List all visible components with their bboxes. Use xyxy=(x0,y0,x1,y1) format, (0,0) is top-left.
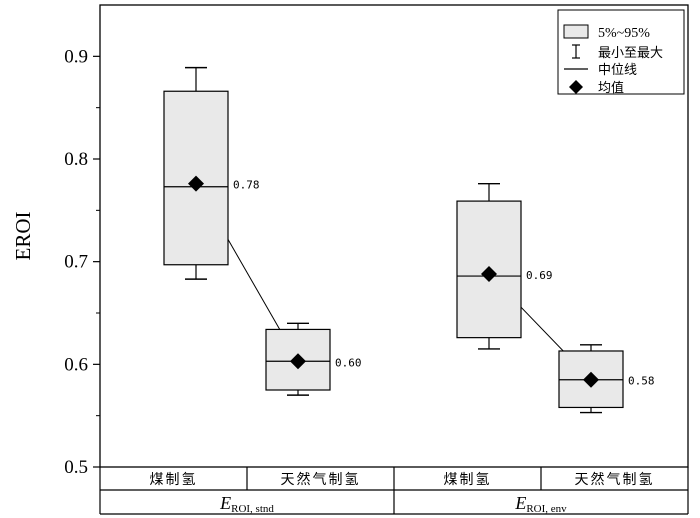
mean-marker xyxy=(481,265,497,282)
mean-label: 0.60 xyxy=(335,356,362,369)
mean-marker xyxy=(583,371,599,388)
box-1: 0.60 xyxy=(265,322,362,396)
axes-layer: 0.50.60.70.80.9EROI煤制氢天然气制氢煤制氢天然气制氢EROI,… xyxy=(11,4,689,515)
legend-frame xyxy=(557,9,685,95)
group-label: EROI, env xyxy=(514,493,567,515)
box-2: 0.69 xyxy=(456,182,553,350)
legend-item-label: 最小至最大 xyxy=(598,46,663,61)
category-label: 煤制氢 xyxy=(150,472,198,488)
y-tick-label: 0.8 xyxy=(64,149,88,170)
boxes-layer: 0.78 0.60 0.69 0.58 xyxy=(163,66,655,414)
legend-box-swatch xyxy=(563,24,589,39)
mean-label: 0.58 xyxy=(628,375,655,388)
category-label: 天然气制氢 xyxy=(575,471,655,488)
y-tick-label: 0.6 xyxy=(64,354,88,375)
category-label: 煤制氢 xyxy=(444,472,492,488)
group-label-main: E xyxy=(219,493,231,513)
y-tick-label: 0.7 xyxy=(64,252,88,273)
mean-marker xyxy=(188,175,204,192)
y-tick-label: 0.9 xyxy=(64,46,88,67)
y-tick-label: 0.5 xyxy=(64,457,88,478)
mean-label: 0.78 xyxy=(233,179,260,192)
box-3: 0.58 xyxy=(558,344,655,414)
mean-label: 0.69 xyxy=(526,269,553,282)
group-label-sub: ROI, env xyxy=(526,503,567,515)
legend-item-label: 均值 xyxy=(598,80,624,96)
box-0: 0.78 xyxy=(163,66,260,280)
mean-marker xyxy=(290,353,306,370)
category-label: 天然气制氢 xyxy=(281,471,361,488)
legend-item-label: 5%~95% xyxy=(598,26,650,41)
legend-mean-swatch xyxy=(569,80,583,94)
legend-item-label: 中位线 xyxy=(598,63,637,78)
y-axis-label: EROI xyxy=(11,212,35,261)
group-label-main: E xyxy=(514,493,526,513)
group-label-sub: ROI, stnd xyxy=(231,503,274,515)
group-label: EROI, stnd xyxy=(219,493,274,515)
